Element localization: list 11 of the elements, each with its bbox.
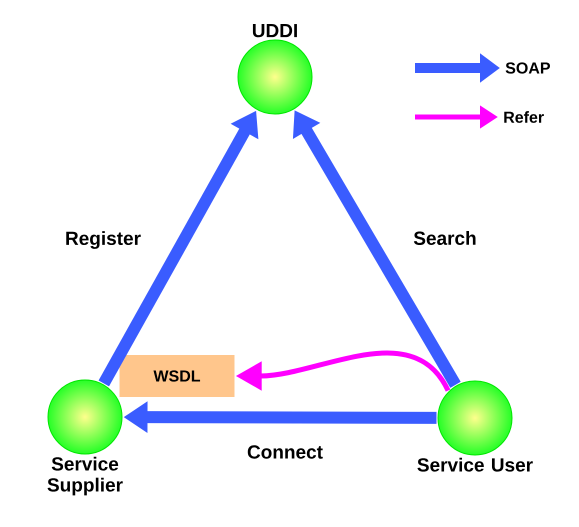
legend-label: SOAP (506, 62, 550, 74)
edge-label: Register (66, 231, 141, 249)
edge-label: Connect (248, 445, 323, 459)
node-label: Service Supplier (48, 456, 123, 496)
document-box: WSDL (120, 355, 234, 397)
node-ball: Service User (417, 380, 533, 472)
legend-label: Refer (504, 111, 544, 123)
node-label: UDDI (252, 24, 297, 38)
edge-label: Search (414, 231, 476, 245)
node-ball: UDDI (238, 24, 312, 114)
node-label: Service User (417, 458, 533, 472)
